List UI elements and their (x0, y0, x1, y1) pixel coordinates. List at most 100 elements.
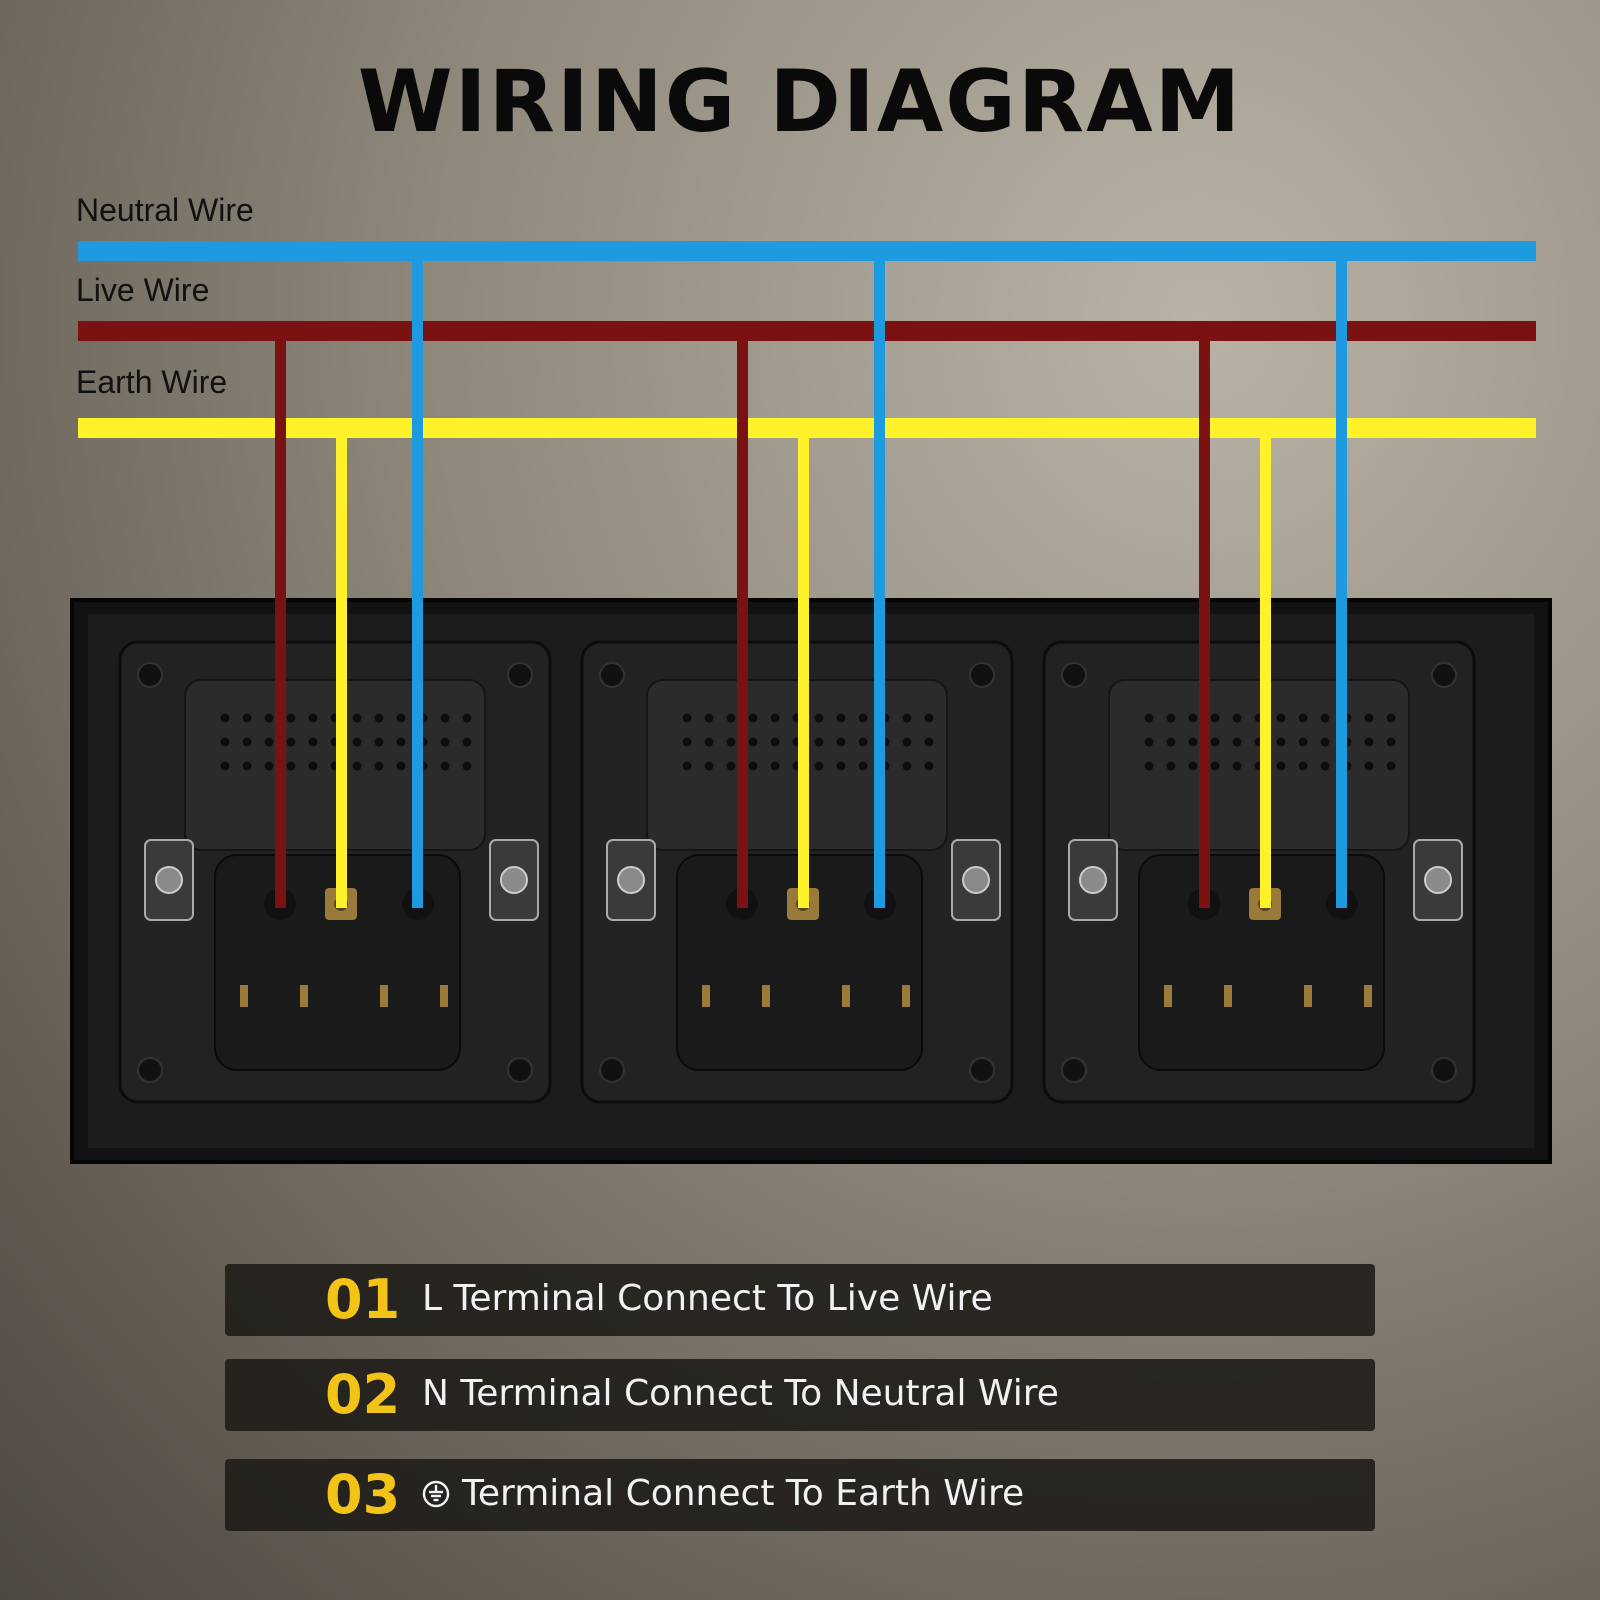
vent-hole (374, 737, 384, 747)
contact-slot (440, 985, 448, 1007)
vent-hole (396, 761, 406, 771)
vent-hole (1386, 761, 1396, 771)
vent-hole (704, 737, 714, 747)
vent-hole (858, 761, 868, 771)
vent-hole (682, 713, 692, 723)
clamp-screw (617, 866, 645, 894)
vent-hole (1188, 713, 1198, 723)
vent-hole (286, 761, 296, 771)
mount-hole (1061, 1057, 1087, 1083)
legend-row-3: 03 Terminal Connect To Earth Wire (225, 1459, 1375, 1531)
vent-hole (1232, 737, 1242, 747)
mount-hole (599, 1057, 625, 1083)
vent-hole (1166, 761, 1176, 771)
vent-hole (1166, 713, 1176, 723)
vent-hole (1298, 737, 1308, 747)
vent-hole (1210, 713, 1220, 723)
socket-module (1042, 640, 1476, 1104)
vent-hole (264, 761, 274, 771)
contact-slot (762, 985, 770, 1007)
vent-hole (374, 713, 384, 723)
vent-hole (836, 713, 846, 723)
vent-hole (748, 737, 758, 747)
vent-hole (1386, 737, 1396, 747)
vent-hole (352, 761, 362, 771)
vent-hole (836, 761, 846, 771)
mount-hole (969, 1057, 995, 1083)
vent-hole (858, 713, 868, 723)
socket-module (580, 640, 1014, 1104)
vent-hole (1364, 713, 1374, 723)
vent-hole (374, 761, 384, 771)
mount-hole (137, 1057, 163, 1083)
neutral-drop-wire (412, 251, 423, 908)
vent-hole (264, 737, 274, 747)
vent-hole (858, 737, 868, 747)
earth-drop-wire (1260, 428, 1271, 908)
legend-number: 03 (325, 1463, 401, 1526)
vent-hole (440, 713, 450, 723)
vent-hole (902, 713, 912, 723)
vent-hole (1276, 737, 1286, 747)
neutral-bus-wire (78, 241, 1536, 261)
vent-hole (462, 713, 472, 723)
mount-hole (1061, 662, 1087, 688)
legend-row-2: 02 N Terminal Connect To Neutral Wire (225, 1359, 1375, 1431)
vent-hole (682, 737, 692, 747)
vent-hole (1232, 713, 1242, 723)
vent-hole (396, 737, 406, 747)
vent-hole (1166, 737, 1176, 747)
neutral-drop-wire (874, 251, 885, 908)
vent-hole (220, 761, 230, 771)
clamp-screw (962, 866, 990, 894)
vent-hole (726, 713, 736, 723)
vent-hole (1320, 713, 1330, 723)
legend-text-with-symbol: Terminal Connect To Earth Wire (422, 1473, 1024, 1514)
mount-hole (137, 662, 163, 688)
live-wire-label: Live Wire (76, 272, 210, 308)
vent-hole (770, 713, 780, 723)
vent-hole (1320, 737, 1330, 747)
vent-hole (1364, 761, 1374, 771)
vent-hole (1232, 761, 1242, 771)
vent-hole (1210, 761, 1220, 771)
contact-slot (240, 985, 248, 1007)
vent-hole (814, 713, 824, 723)
contact-slot (702, 985, 710, 1007)
vent-hole (836, 737, 846, 747)
legend-text: N Terminal Connect To Neutral Wire (422, 1373, 1059, 1414)
vent-hole (814, 737, 824, 747)
vent-hole (1276, 761, 1286, 771)
mount-hole (507, 1057, 533, 1083)
vent-hole (924, 737, 934, 747)
vent-hole (264, 713, 274, 723)
vent-hole (396, 713, 406, 723)
vent-hole (1276, 713, 1286, 723)
vent-hole (242, 761, 252, 771)
vent-hole (704, 761, 714, 771)
mount-hole (1431, 662, 1457, 688)
live-drop-wire (275, 331, 286, 908)
vent-hole (902, 761, 912, 771)
vent-hole (902, 737, 912, 747)
legend-number: 02 (325, 1363, 401, 1426)
clamp-screw (1424, 866, 1452, 894)
vent-hole (726, 761, 736, 771)
vent-hole (242, 713, 252, 723)
earth-wire-label: Earth Wire (76, 364, 228, 400)
vent-hole (1320, 761, 1330, 771)
vent-hole (704, 713, 714, 723)
vent-hole (770, 761, 780, 771)
contact-slot (1364, 985, 1372, 1007)
earth-symbol-icon (422, 1480, 450, 1508)
vent-hole (286, 737, 296, 747)
mount-hole (507, 662, 533, 688)
vent-hole (220, 737, 230, 747)
contact-slot (1164, 985, 1172, 1007)
legend-text: Terminal Connect To Earth Wire (462, 1473, 1025, 1514)
vent-hole (814, 761, 824, 771)
live-drop-wire (1199, 331, 1210, 908)
vent-hole (308, 713, 318, 723)
legend-row-1: 01 L Terminal Connect To Live Wire (225, 1264, 1375, 1336)
contact-slot (380, 985, 388, 1007)
